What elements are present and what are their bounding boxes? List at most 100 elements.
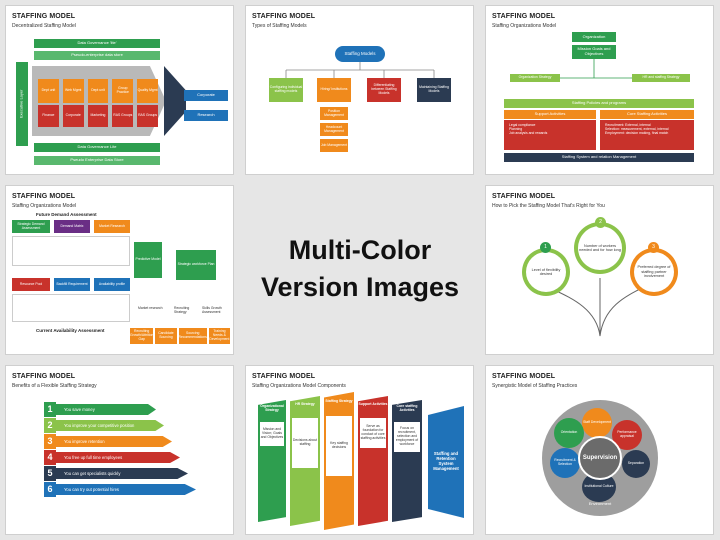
- mid-box: Availability profile: [94, 278, 130, 291]
- mid-box: Backfill Requirement: [54, 278, 90, 291]
- benefit-arrow: You save money: [56, 404, 156, 415]
- petal-circle: Recruitment & Selection: [550, 448, 580, 478]
- child-node: Maintaining Staffing Models: [417, 78, 451, 102]
- core-header: Core Staffing Activities: [600, 110, 694, 119]
- number-block: 6: [44, 482, 56, 497]
- column-body: Key staffing decisions: [326, 416, 352, 476]
- unit-box: Web Mgmt: [62, 79, 84, 103]
- slide-title: STAFFING MODEL: [492, 193, 556, 200]
- org-box: Organization: [572, 32, 616, 42]
- flow-label: Market research: [138, 306, 163, 310]
- slide-title: STAFFING MODEL: [492, 373, 556, 380]
- petal-circle: Separation: [622, 450, 650, 478]
- slide-subtitle: Types of Staffing Models: [252, 23, 307, 29]
- unit-box: RAS Groups: [137, 105, 158, 127]
- support-list: Legal compliance Planning Job analysis a…: [504, 120, 596, 150]
- sub-node: Position Management: [320, 107, 348, 120]
- corporate-box: Corporate: [184, 90, 228, 101]
- supervision-hub: Supervision: [578, 436, 622, 480]
- unit-box: Group Practice: [112, 79, 134, 103]
- future-heading: Future Demand Assessment: [36, 212, 97, 217]
- flow-label: Skills Growth Assessment: [202, 306, 222, 315]
- mission-box: Mission Goals and Objectives: [572, 45, 616, 59]
- child-node: Differentiating between Staffing Models: [367, 78, 401, 102]
- component-column: Support Activities Serve as foundation f…: [358, 396, 388, 526]
- unit-box: Quality Mgmt: [137, 79, 158, 103]
- benefit-text: You can try out potential hires: [64, 487, 120, 492]
- core-list: Recruitment: External, internal Selectio…: [600, 120, 694, 150]
- petal-circle: Staff Development: [582, 408, 612, 438]
- component-column: HR Strategy Decisions about staffing: [290, 396, 320, 526]
- number-block: 2: [44, 418, 56, 433]
- column-head: Organizational Strategy: [260, 404, 284, 412]
- hr-strategy-box: HR and staffing Strategy: [632, 74, 690, 82]
- benefit-arrow: You improve retention: [56, 436, 172, 447]
- benefit-text: You improve retention: [64, 439, 105, 444]
- predictive-box: Predictive Model: [134, 242, 162, 278]
- unit-box: RAS Groups: [112, 105, 134, 127]
- pseudo-top-bar: Pseudo-enterprise data store: [34, 51, 160, 60]
- bottom-box: Candidate Sourcing: [155, 328, 177, 344]
- slide-title: STAFFING MODEL: [252, 13, 316, 20]
- number-badge: 3: [648, 242, 659, 253]
- slide-title: STAFFING MODEL: [492, 13, 556, 20]
- bottom-row: Recruiting Growth/Attrition Gap Candidat…: [130, 328, 230, 344]
- list-item: Selection: measurement, external, intern…: [605, 127, 669, 132]
- list-item: Job analysis and rewards: [509, 131, 548, 136]
- number-badge: 2: [595, 217, 606, 228]
- top-box: Strategic Demand Assessment: [12, 220, 50, 233]
- column-head: Core staffing Activities: [396, 404, 418, 412]
- unit-box: Dept unit: [87, 79, 109, 103]
- slide-title: STAFFING MODEL: [252, 373, 316, 380]
- research-box: Research: [184, 110, 228, 121]
- petal-text: Preferred degree of staffing partner inv…: [634, 252, 674, 292]
- list-item: Recruitment: External, internal: [605, 123, 651, 127]
- component-column: Core staffing Activities Focus on recrui…: [392, 400, 422, 522]
- slide-demand-assessment[interactable]: STAFFING MODEL Staffing Organizations Mo…: [5, 185, 234, 355]
- column-body: Serve as foundation for conduct of core …: [360, 418, 386, 448]
- slide-subtitle: Benefits of a Flexible Staffing Strategy: [12, 383, 97, 389]
- number-badge: 1: [540, 242, 551, 253]
- slide-organizations-model[interactable]: STAFFING MODEL Staffing Organizations Mo…: [485, 5, 714, 175]
- org-strategy-box: Organization Strategy: [510, 74, 560, 82]
- mid-box: Resource Pool: [12, 278, 50, 291]
- slide-pick-model[interactable]: STAFFING MODEL How to Pick the Staffing …: [485, 185, 714, 355]
- center-heading: Multi-Color Version Images: [244, 232, 476, 307]
- top-box: Market Research: [94, 220, 130, 233]
- column-body: Mission and Vision; Goals and Objectives: [260, 422, 284, 446]
- slide-subtitle: Staffing Organizations Model: [12, 203, 77, 209]
- component-column: Organizational Strategy Mission and Visi…: [258, 400, 286, 522]
- slide-synergistic-model[interactable]: STAFFING MODEL Synergistic Model of Staf…: [485, 365, 714, 535]
- center-line-2: Version Images: [260, 272, 460, 303]
- sub-node: Headcount Management: [320, 123, 348, 136]
- slide-benefits[interactable]: STAFFING MODEL Benefits of a Flexible St…: [5, 365, 234, 535]
- slide-subtitle: Decentralized Staffing Model: [12, 23, 76, 29]
- unit-box: Dept unit: [38, 79, 59, 103]
- child-node: Configuring individual staffing models: [269, 78, 303, 102]
- benefit-arrow: You can try out potential hires: [56, 484, 196, 495]
- slide-subtitle: Synergistic Model of Staffing Practices: [492, 383, 578, 389]
- component-column-last: Staffing and Retention System Management: [428, 406, 464, 518]
- slide-title: STAFFING MODEL: [12, 13, 76, 20]
- benefit-text: You can get specialists quickly: [64, 471, 121, 476]
- units-top-row: Dept unit Web Mgmt Dept unit Group Pract…: [38, 79, 158, 103]
- column-head: Staffing Strategy: [325, 399, 353, 404]
- column-head: HR Strategy: [295, 402, 315, 407]
- governance-bottom-bar: Data Governance Lite: [34, 143, 160, 152]
- slide-types-of-models[interactable]: STAFFING MODEL Types of Staffing Models …: [245, 5, 474, 175]
- slide-decentralized-model[interactable]: STAFFING MODEL Decentralized Staffing Mo…: [5, 5, 234, 175]
- center-line-1: Multi-Color: [288, 235, 432, 265]
- benefit-arrow: You improve your competitive position: [56, 420, 164, 431]
- benefit-arrow: You free up full time employees: [56, 452, 180, 463]
- petal-text: Level of flexibility desired: [526, 252, 566, 292]
- tree-connectors: [285, 62, 435, 78]
- pseudo-bottom-bar: Pseudo Enterprise Data Store: [34, 156, 160, 165]
- column-head: Support Activities: [358, 402, 388, 407]
- benefit-text: You free up full time employees: [64, 455, 123, 460]
- footer-bar: Staffing System and relation Management: [504, 153, 694, 162]
- column-body: Decisions about staffing: [292, 418, 318, 468]
- slide-model-components[interactable]: STAFFING MODEL Staffing Organizations Mo…: [245, 365, 474, 535]
- bottom-box: Sourcing Recommendations: [178, 328, 207, 344]
- units-bottom-row: Finance Corporate Marketing RAS Groups R…: [38, 105, 158, 127]
- child-node: Hiring/ Institutions: [317, 78, 351, 102]
